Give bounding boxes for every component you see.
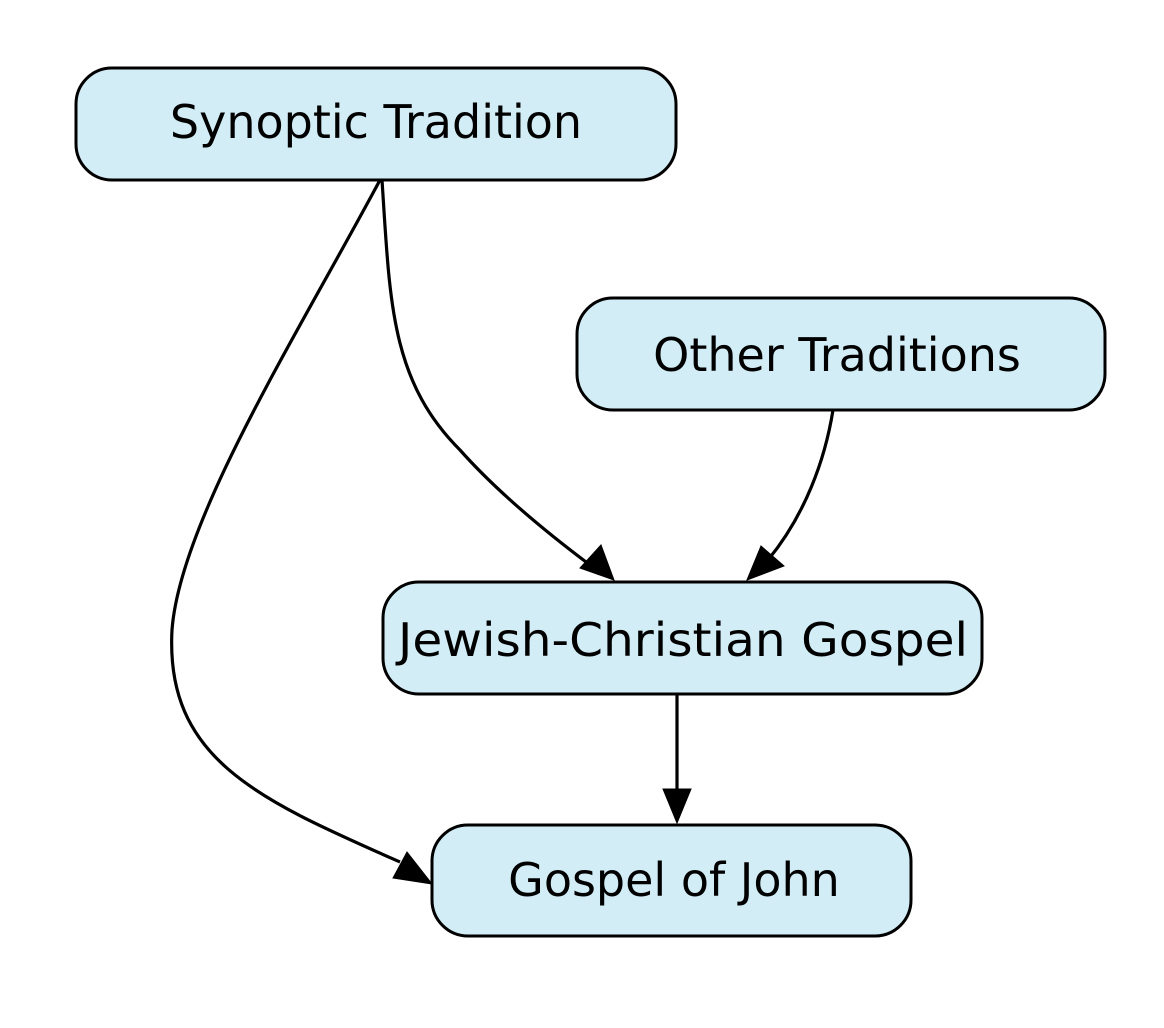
node-box (74, 66, 678, 182)
edges (170, 179, 835, 885)
edge-synoptic-to-jewish-christian (380, 179, 591, 567)
node-label: Gospel of John (508, 853, 840, 907)
edge-synoptic-to-john (170, 179, 401, 864)
node-other-traditions: Other Traditions (575, 296, 1107, 412)
arrowhead-synoptic-to-john (392, 851, 434, 885)
node-label: Other Traditions (653, 328, 1021, 382)
node-box (430, 823, 913, 938)
node-box (381, 580, 984, 696)
node-label: Jewish-Christian Gospel (395, 613, 968, 667)
node-label: Synoptic Tradition (170, 95, 582, 149)
node-box (575, 296, 1107, 412)
node-gospel-of-john: Gospel of John (430, 823, 913, 938)
arrowhead-synoptic-to-jewish-christian (579, 544, 615, 581)
node-jewish-christian-gospel: Jewish-Christian Gospel (381, 580, 984, 696)
edge-other-to-jewish-christian (766, 409, 835, 562)
arrowhead-jewish-christian-to-john (662, 788, 692, 825)
node-synoptic-tradition: Synoptic Tradition (74, 66, 678, 182)
arrowhead-other-to-jewish-christian (746, 545, 785, 581)
